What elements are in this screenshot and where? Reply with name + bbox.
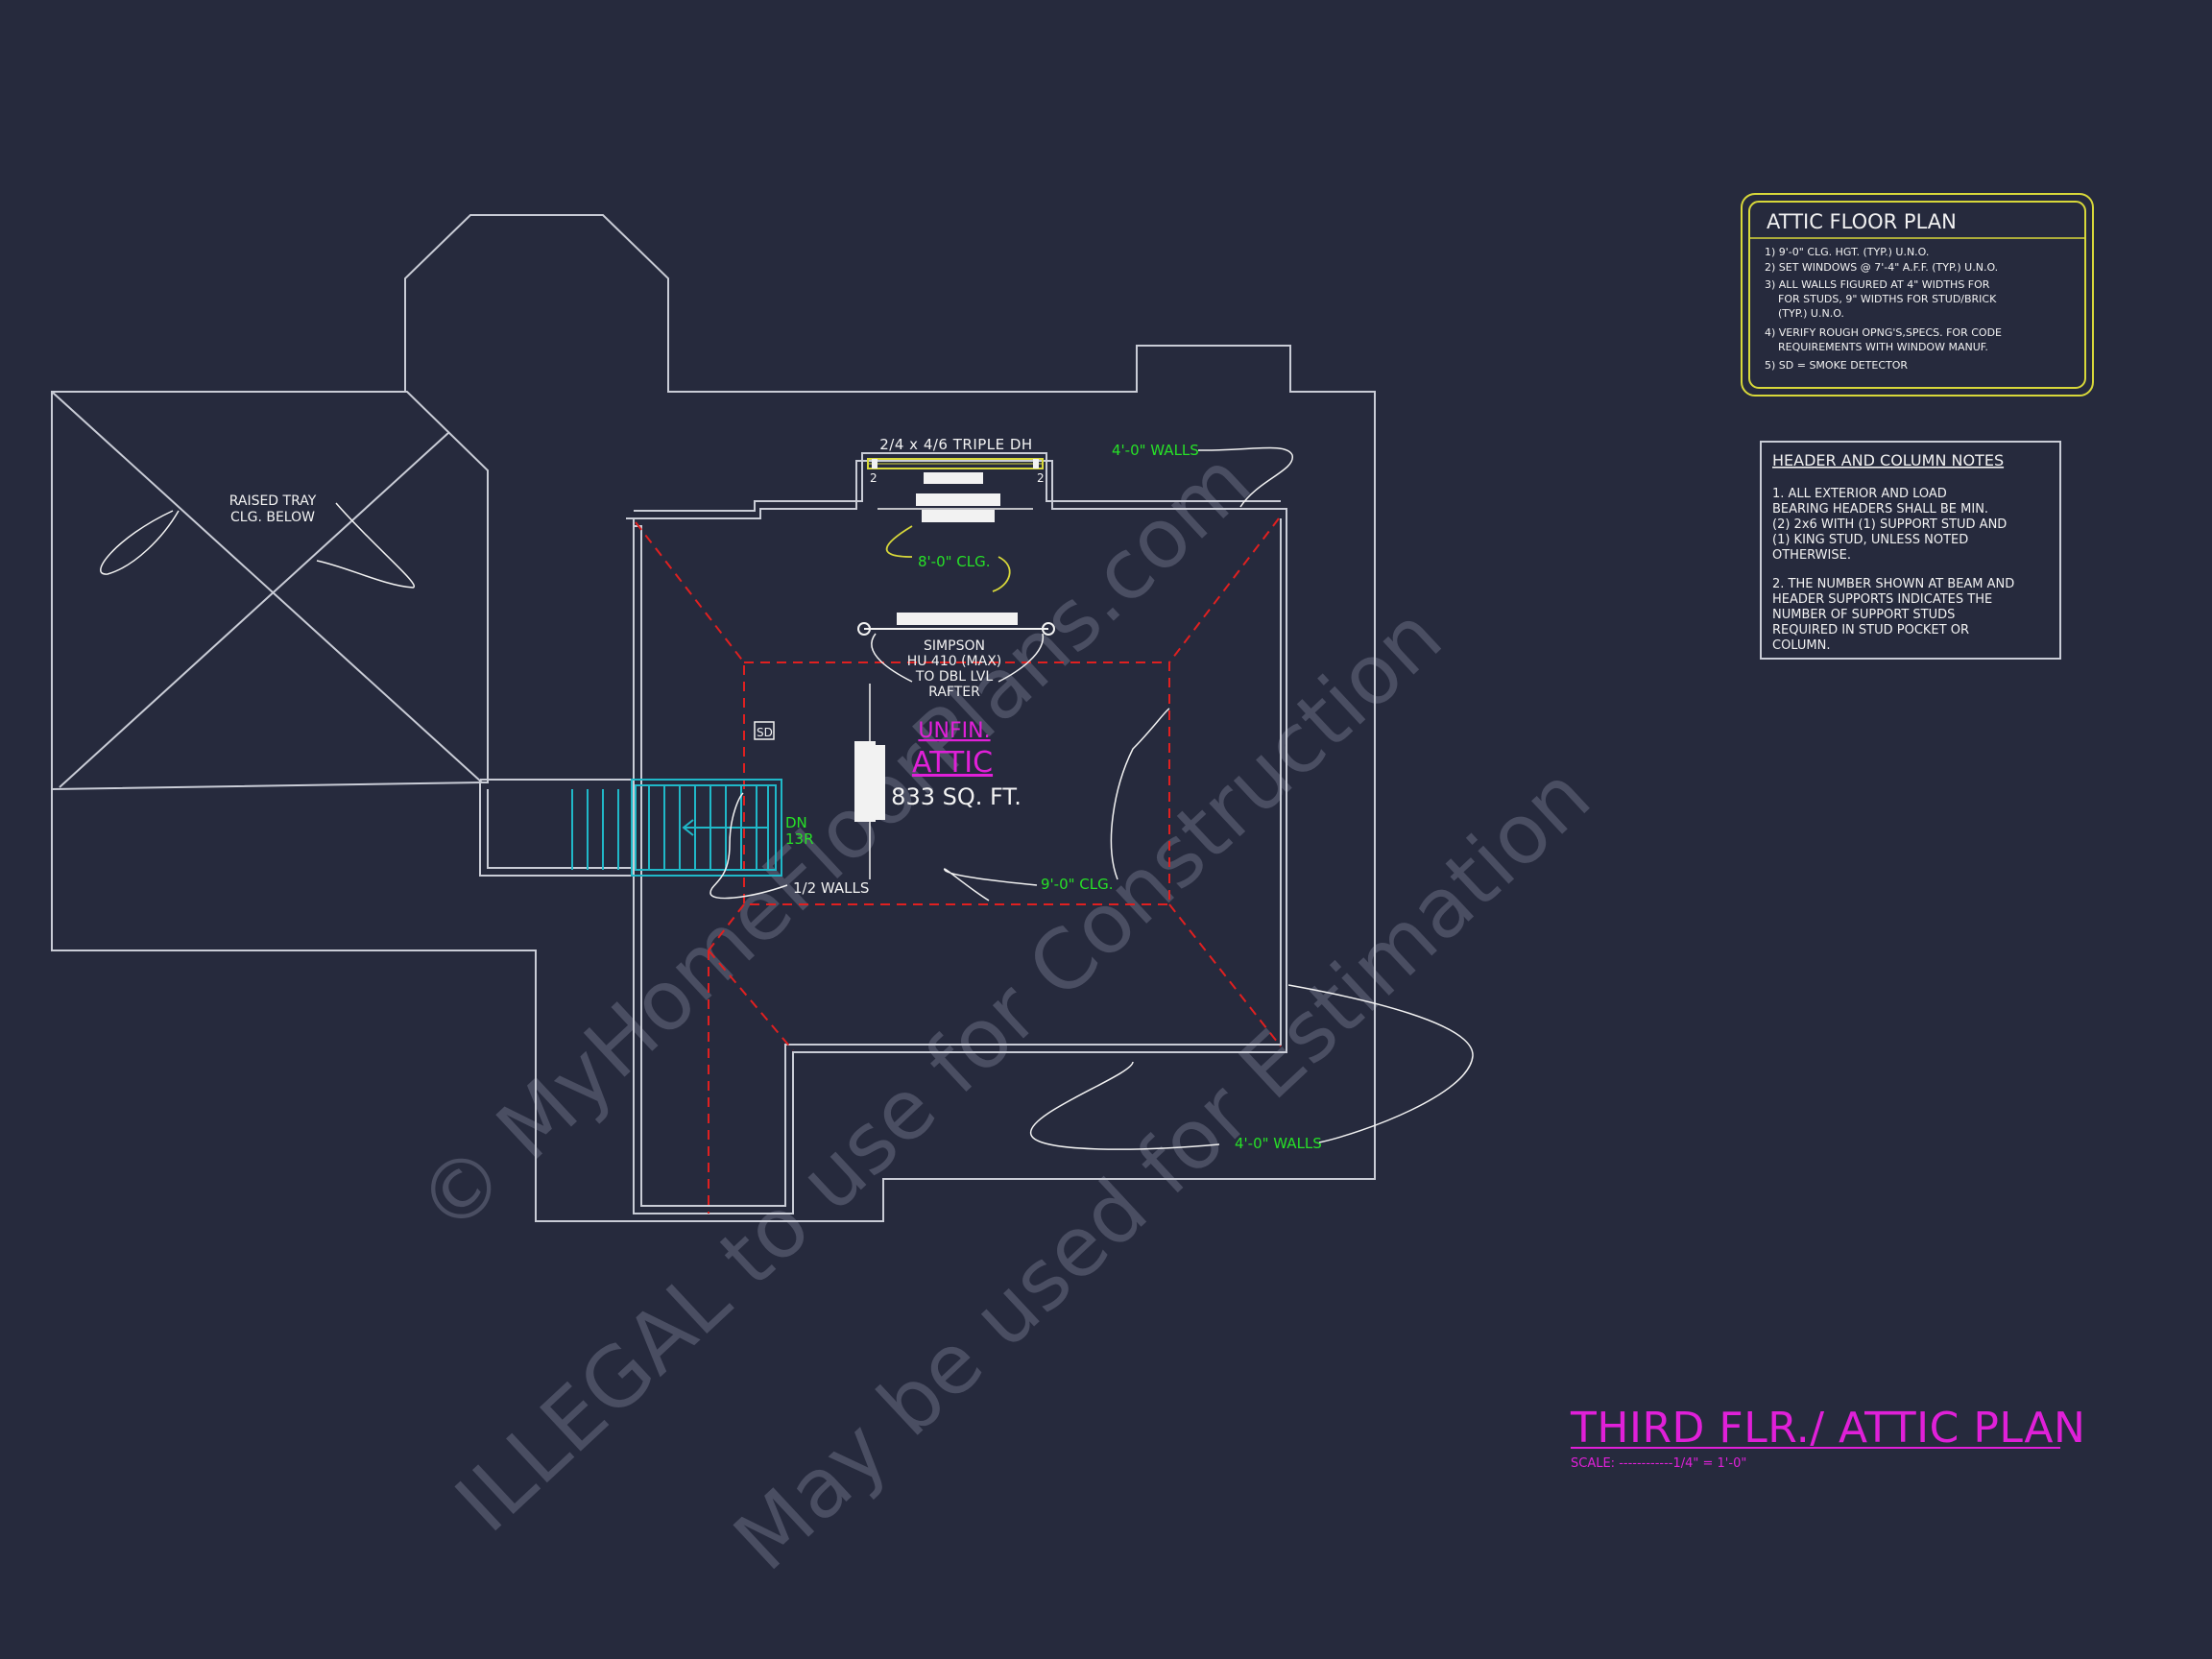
attic-note-5: (TYP.) U.N.O. bbox=[1778, 307, 1844, 320]
leader-walls-bottom bbox=[1287, 984, 1474, 1143]
room-name-attic: ATTIC bbox=[912, 746, 993, 780]
raised-tray-label-1: RAISED TRAY bbox=[229, 493, 317, 509]
attic-wall-outline bbox=[626, 460, 1287, 1214]
leader-9-clg-2 bbox=[1110, 708, 1170, 880]
leader-simpson-left bbox=[871, 633, 913, 683]
header-note-6: 2. THE NUMBER SHOWN AT BEAM AND bbox=[1772, 577, 2014, 591]
header-note-5: OTHERWISE. bbox=[1772, 548, 1851, 563]
header-note-9: REQUIRED IN STUD POCKET OR bbox=[1772, 623, 1969, 637]
hip-line-top-left bbox=[635, 521, 745, 663]
window-mark-right: 2 bbox=[1037, 471, 1045, 485]
attic-note-3: 3) ALL WALLS FIGURED AT 4" WIDTHS FOR bbox=[1765, 278, 1990, 291]
attic-notes-title: ATTIC FLOOR PLAN bbox=[1767, 210, 1957, 233]
attic-note-7: REQUIREMENTS WITH WINDOW MANUF. bbox=[1778, 341, 1988, 353]
header-2 bbox=[916, 493, 1000, 506]
attic-notes-box: ATTIC FLOOR PLAN 1) 9'-0" CLG. HGT. (TYP… bbox=[1741, 193, 2094, 397]
header-notes-box: HEADER AND COLUMN NOTES 1. ALL EXTERIOR … bbox=[1760, 441, 2061, 660]
header-3 bbox=[922, 510, 995, 522]
attic-note-4: FOR STUDS, 9" WIDTHS FOR STUD/BRICK bbox=[1778, 293, 1997, 305]
room-area: 833 SQ. FT. bbox=[891, 783, 1022, 810]
left-roof-diagonal-1 bbox=[51, 391, 483, 783]
stairs bbox=[571, 779, 782, 877]
stair-outline bbox=[631, 779, 782, 877]
header-note-2: BEARING HEADERS SHALL BE MIN. bbox=[1772, 502, 1988, 517]
drawing-title: THIRD FLR./ ATTIC PLAN bbox=[1570, 1404, 2085, 1453]
simpson-label-3: TO DBL LVL bbox=[915, 669, 993, 685]
smoke-detector-label: SD bbox=[757, 726, 773, 739]
simpson-label-2: HU 410 (MAX) bbox=[907, 654, 1002, 669]
bay-outline bbox=[51, 214, 1376, 1222]
ceiling-8-label: 8'-0" CLG. bbox=[918, 553, 991, 570]
walls-4-top-label: 4'-0" WALLS bbox=[1112, 442, 1199, 459]
attic-wall-outline-inner bbox=[634, 452, 1281, 512]
vertical-beam bbox=[854, 741, 876, 822]
header-notes-title: HEADER AND COLUMN NOTES bbox=[1772, 451, 2004, 469]
attic-note-2: 2) SET WINDOWS @ 7'-4" A.F.F. (TYP.) U.N… bbox=[1765, 261, 1998, 274]
leader-8-clg bbox=[885, 525, 913, 558]
header-note-1: 1. ALL EXTERIOR AND LOAD bbox=[1772, 487, 1947, 501]
header-note-3: (2) 2x6 WITH (1) SUPPORT STUD AND bbox=[1772, 517, 2007, 532]
vertical-beam-2 bbox=[876, 745, 885, 820]
stair-dir-label: DN bbox=[785, 814, 807, 831]
simpson-label-4: RAFTER bbox=[928, 685, 980, 700]
valley-line-2 bbox=[708, 950, 794, 1051]
watermark: © MyHomeFloorPlans.com ILLEGAL to use fo… bbox=[399, 433, 1608, 1589]
simpson-label-1: SIMPSON bbox=[924, 638, 985, 654]
leader-lines-yellow bbox=[885, 525, 1011, 592]
header-note-4: (1) KING STUD, UNLESS NOTED bbox=[1772, 533, 1968, 547]
hip-line-top-right bbox=[1168, 517, 1280, 663]
window-label: 2/4 x 4/6 TRIPLE DH bbox=[879, 436, 1032, 453]
walls-4-bottom-label: 4'-0" WALLS bbox=[1235, 1135, 1322, 1152]
leader-half-walls bbox=[709, 792, 788, 900]
raised-tray-label-2: CLG. BELOW bbox=[230, 510, 315, 525]
smoke-detector-symbol bbox=[754, 721, 775, 740]
attic-wall-inner-right bbox=[634, 518, 1282, 1207]
room-name-unfin: UNFIN. bbox=[918, 719, 990, 743]
half-walls-label: 1/2 WALLS bbox=[793, 879, 869, 897]
stair-housing bbox=[479, 779, 634, 877]
drawing-scale: SCALE: ------------1/4" = 1'-0" bbox=[1571, 1456, 1746, 1471]
header-note-7: HEADER SUPPORTS INDICATES THE bbox=[1772, 592, 1992, 607]
leader-simpson-right bbox=[998, 633, 1044, 683]
leader-walls-bottom-2 bbox=[1030, 1061, 1220, 1150]
hip-line-bottom-right bbox=[1168, 903, 1282, 1047]
leader-raised-tray-left bbox=[100, 510, 180, 575]
building-outline bbox=[51, 214, 1376, 1222]
framing-elements bbox=[754, 458, 1055, 879]
attic-note-8: 5) SD = SMOKE DETECTOR bbox=[1765, 359, 1908, 372]
ceiling-9-label: 9'-0" CLG. bbox=[1041, 876, 1114, 893]
leader-8-clg-2 bbox=[992, 556, 1011, 592]
header-1 bbox=[924, 472, 983, 484]
left-roof-diagonal-2 bbox=[59, 431, 450, 788]
stair-risers-label: 13R bbox=[785, 830, 814, 848]
leader-raised-tray-right bbox=[316, 502, 416, 589]
header-note-10: COLUMN. bbox=[1772, 638, 1831, 653]
leader-lines bbox=[100, 446, 1474, 1150]
attic-note-6: 4) VERIFY ROUGH OPNG'S,SPECS. FOR CODE bbox=[1765, 326, 2002, 339]
leader-walls-top bbox=[1197, 446, 1293, 508]
leader-9-clg bbox=[944, 868, 1038, 902]
title-block: THIRD FLR./ ATTIC PLAN SCALE: ----------… bbox=[1570, 1404, 2085, 1471]
window-mark-left: 2 bbox=[870, 471, 878, 485]
stair-arrow-head bbox=[682, 819, 694, 836]
stair-outline-inner bbox=[635, 784, 777, 871]
header-note-8: NUMBER OF SUPPORT STUDS bbox=[1772, 608, 1955, 622]
rafter-header bbox=[897, 613, 1018, 625]
attic-note-1: 1) 9'-0" CLG. HGT. (TYP.) U.N.O. bbox=[1765, 246, 1929, 258]
